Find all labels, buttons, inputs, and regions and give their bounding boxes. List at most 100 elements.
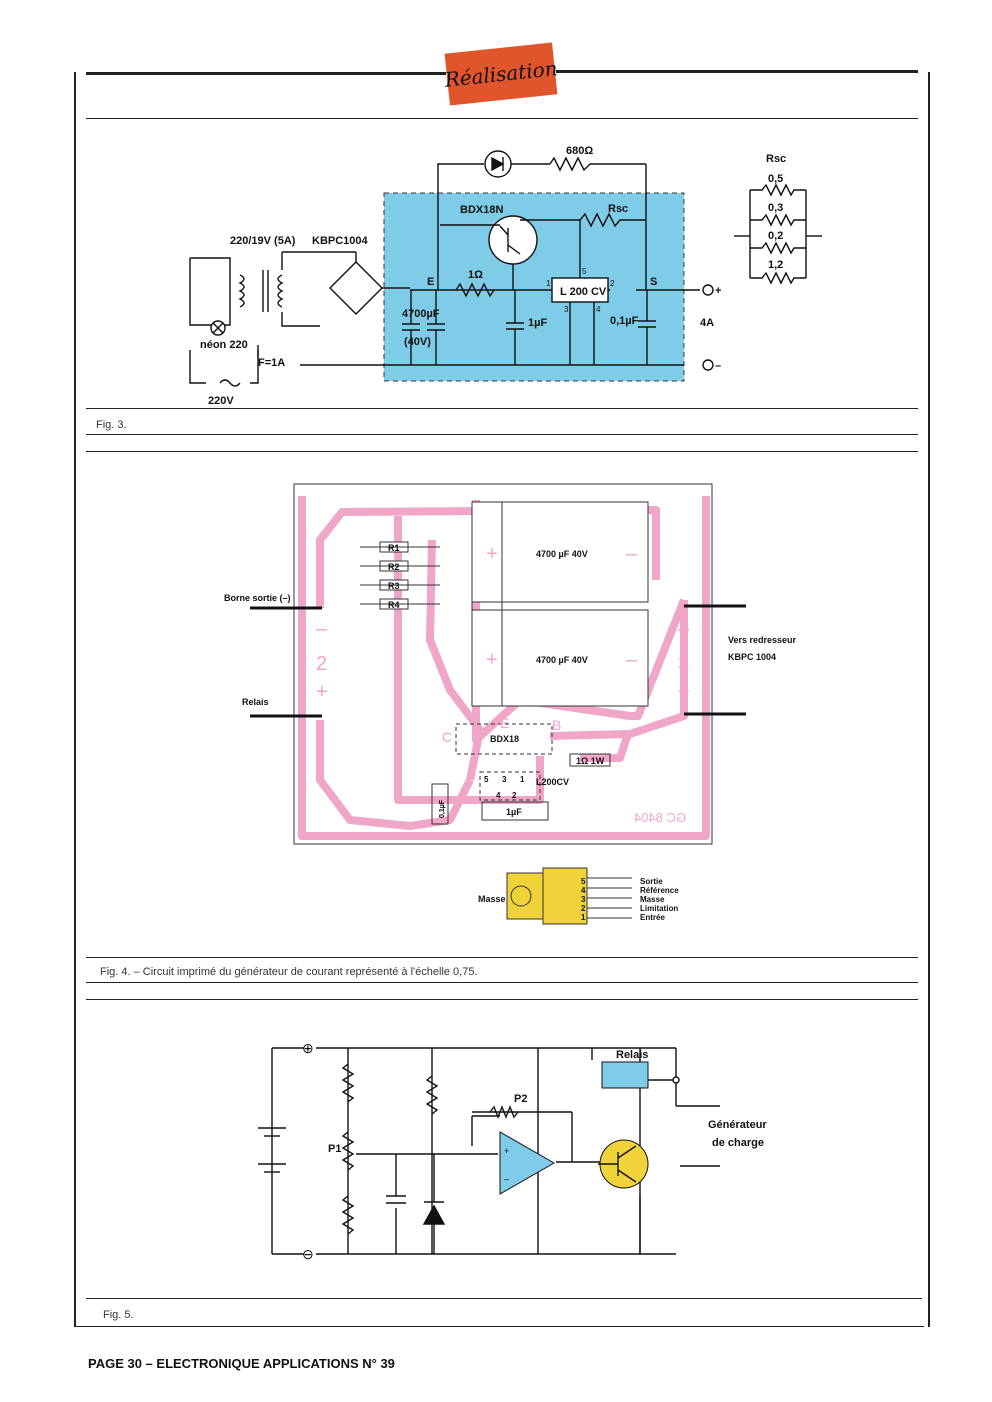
fig4-pad-sign-1: 2 (316, 653, 327, 675)
fig4-r1-label: R1 (388, 543, 400, 553)
fig5-schematic: Relais P1 P2 Générateur de charge ⊕ ⊖ + … (258, 1040, 767, 1262)
fig3-transistor-label: BDX18N (460, 204, 503, 216)
fig5-opamp-minus: – (504, 1174, 509, 1184)
fig3-rsc-label: Rsc (608, 203, 628, 215)
fig3-bottom-rule (86, 408, 918, 409)
fig5-top-rule (86, 999, 918, 1000)
fig4-bdx-label: BDX18 (490, 734, 519, 744)
fig4-masse-left-label: Masse (478, 894, 506, 904)
fig4-bdx-pin-e: E (500, 715, 509, 731)
fig5-p2-label: P2 (514, 1093, 527, 1105)
fig3-regulator-area (383, 192, 685, 382)
fig3-caption: Fig. 3. (96, 419, 127, 431)
fig4-caption-rule (86, 982, 918, 983)
fig4-pad-sign-6: + (486, 543, 498, 565)
fig5-gen2-label: de charge (712, 1137, 764, 1149)
fig4-pin-num-1: 1 (581, 913, 586, 922)
fig3-s-label: S (650, 276, 657, 288)
left-border (74, 72, 76, 1327)
fig3-rsc-value-0: 0,5 (768, 173, 783, 185)
fig4-reg-pin-3: 3 (502, 775, 507, 784)
fig3-bridge-label: KBPC1004 (312, 235, 369, 247)
banner-text: Réalisation (443, 56, 559, 92)
fig3-rsc-value-3: 1,2 (768, 259, 783, 271)
fig4-pin-reference: Référence (640, 886, 679, 895)
fig3-pin-5: 5 (582, 267, 587, 276)
fig4-pad-sign-0: – (316, 618, 328, 640)
fig3-1ohm-label: 1Ω (468, 269, 483, 281)
fig4-cap-b-label: 4700 µF 40V (536, 655, 588, 665)
fig3-regulator-label: L 200 CV (560, 286, 607, 298)
fig4-ref-label: GC 8404 (634, 810, 686, 825)
page-footer: PAGE 30 – ELECTRONIQUE APPLICATIONS N° 3… (88, 1356, 395, 1371)
fig4-cap-a-label: 4700 µF 40V (536, 549, 588, 559)
fig4-r2-label: R2 (388, 562, 400, 572)
fig4-pad-sign-8: + (486, 649, 498, 671)
fig3-caption-rule (86, 434, 918, 435)
fig3-top-rule (86, 118, 918, 119)
fig4-c01-label: 0,1µF (439, 799, 446, 818)
fig4-borne-label: Borne sortie (–) (224, 593, 291, 603)
fig4-reg-pin-2: 2 (512, 791, 517, 800)
fig4-r3-label: R3 (388, 581, 400, 591)
fig4-top-rule (86, 451, 918, 452)
fig3-cap1uf-label: 1µF (528, 317, 547, 329)
fig3-cap40v-label: (40V) (404, 336, 431, 348)
fig4-r1w-label: 1Ω 1W (576, 756, 605, 766)
fig5-caption: Fig. 5. (103, 1309, 134, 1321)
fig4-c1-label: 1µF (506, 807, 522, 817)
fig3-rsc-value-1: 0,3 (768, 202, 783, 214)
fig4-pad-sign-7: – (626, 543, 638, 565)
fig3-pin-3: 3 (564, 305, 569, 314)
fig4-bottom-rule (86, 957, 918, 958)
fig4-reg-pin-1: 1 (520, 775, 525, 784)
header-rule-right (556, 70, 918, 73)
fig3-rsc-value-2: 0,2 (768, 230, 783, 242)
fig4-kbpc-label: KBPC 1004 (728, 652, 776, 662)
fig3-schematic: 220/19V (5A) KBPC1004 néon 220 F=1A 220V… (189, 145, 822, 407)
fig3-plus-label: + (715, 285, 721, 297)
fig4-bdx-pin-c: C (442, 729, 452, 745)
fig3-neon-label: néon 220 (200, 339, 248, 351)
fig4-r4-label: R4 (388, 600, 400, 610)
fig5-opamp (499, 1131, 556, 1195)
fig4-pin-entree: Entrée (640, 913, 665, 922)
fig3-current-label: 4A (700, 317, 714, 329)
fig5-bottom-rule (86, 1298, 922, 1299)
fig3-cap4700-label: 4700µF (402, 308, 440, 320)
header-rule-left (86, 72, 446, 75)
fig4-pin-num-3: 3 (581, 895, 586, 904)
fig5-caption-rule (76, 1326, 924, 1327)
fig3-pin-1: 1 (546, 279, 551, 288)
fig4-bdx-pin-b: B (552, 717, 561, 733)
fig4-pad-sign-4: 3 (678, 653, 689, 675)
fig4-pad-sign-3: – (678, 618, 690, 640)
fig4-caption: Fig. 4. – Circuit imprimé du générateur … (100, 966, 478, 978)
fig4-reg-pin-4: 4 (496, 791, 501, 800)
fig4-pin-num-4: 4 (581, 886, 586, 895)
fig5-minus-terminal: ⊖ (302, 1246, 314, 1262)
fig3-cap01uf-label: 0,1µF (610, 315, 639, 327)
fig4-relais-label: Relais (242, 697, 269, 707)
fig4-pcb: R1 R2 R3 R4 4700 µF 40V 4700 µF 40V Born… (224, 483, 797, 925)
section-banner: Réalisation (443, 42, 559, 106)
fig3-pin-2: 2 (610, 279, 615, 288)
fig3-680-label: 680Ω (566, 145, 593, 157)
fig5-opamp-plus: + (504, 1146, 509, 1156)
fig3-mains-label: 220V (208, 395, 234, 407)
fig4-vers-label: Vers redresseur (728, 635, 797, 645)
fig3-fuse-label: F=1A (258, 357, 285, 369)
fig4-pin-num-5: 5 (581, 877, 586, 886)
fig5-gen1-label: Générateur (708, 1119, 767, 1131)
fig4-pad-sign-9: – (626, 649, 638, 671)
fig5-plus-terminal: ⊕ (302, 1040, 314, 1056)
fig4-pad-sign-2: + (316, 681, 328, 703)
fig4-pad-sign-5: + (678, 681, 690, 703)
fig4-reg-pin-5: 5 (484, 775, 489, 784)
fig3-rsc-title: Rsc (766, 153, 786, 165)
fig4-pin-masse: Masse (640, 895, 665, 904)
fig5-relay (601, 1061, 649, 1089)
fig4-pin-sortie: Sortie (640, 877, 663, 886)
right-border (928, 72, 930, 1327)
fig3-transformer-label: 220/19V (5A) (230, 235, 296, 247)
